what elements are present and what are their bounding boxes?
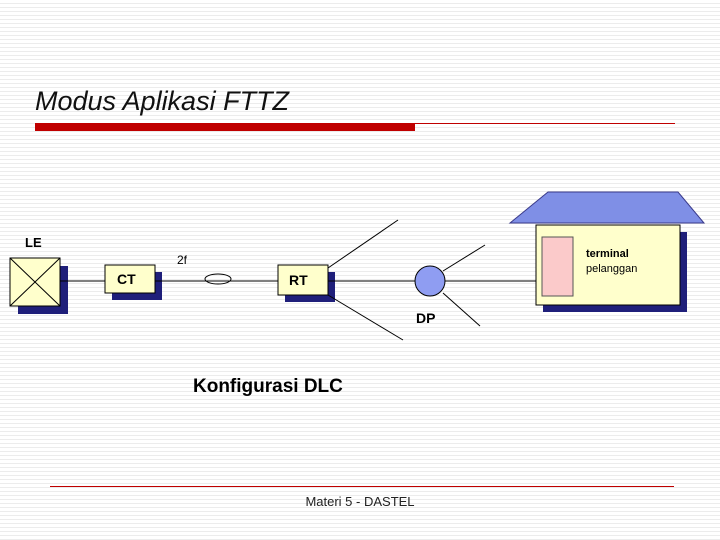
customer-terminal (541, 236, 574, 297)
customer-house: terminal pelanggan (508, 191, 706, 312)
le-label: LE (25, 235, 42, 250)
dp-label: DP (416, 310, 435, 326)
terminal-label-line2: pelanggan (586, 263, 637, 275)
rt-branch-line (327, 294, 404, 341)
terminal-label-line1: terminal (586, 248, 629, 260)
dp-circle (414, 265, 446, 297)
fiber-count-label: 2f (177, 253, 188, 267)
house-roof (508, 191, 706, 224)
dp-node: DP (414, 265, 446, 326)
rt-box (277, 264, 329, 296)
slide-footer: Materi 5 - DASTEL (305, 494, 415, 509)
le-cross-line (9, 257, 61, 307)
footer-divider (50, 486, 674, 487)
le-node: LE (9, 235, 68, 314)
dp-branch-line (442, 292, 481, 327)
ct-box (104, 264, 156, 294)
rt-branch-line (327, 219, 399, 269)
title-underline-rule (415, 123, 675, 124)
rt-label: RT (289, 272, 308, 288)
rt-node: RT (277, 264, 335, 302)
dp-branch-line (442, 244, 486, 272)
title-underline-bar (35, 123, 415, 131)
slide-title: Modus Aplikasi FTTZ (35, 86, 290, 116)
diagram-caption: Konfigurasi DLC (193, 376, 343, 397)
fiber-splice-symbol (204, 273, 232, 285)
ct-node: CT (104, 264, 162, 300)
ct-label: CT (117, 271, 136, 287)
